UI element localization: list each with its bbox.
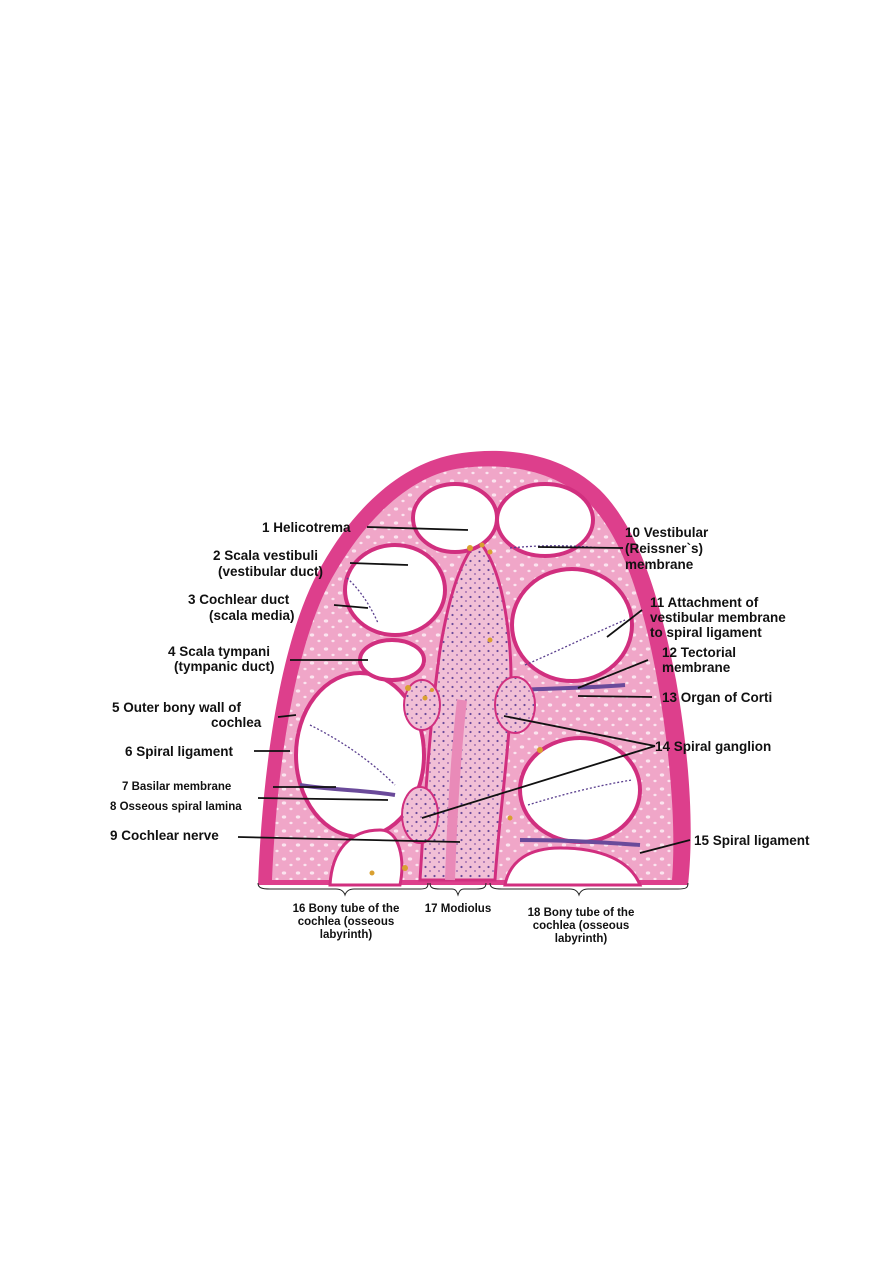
label-tympanic-duct: (tympanic duct) xyxy=(174,659,275,674)
label-tectorial-membrane-2: membrane xyxy=(662,660,731,675)
label-scala-media: (scala media) xyxy=(209,608,295,623)
spiral-ganglion-upper xyxy=(494,676,536,734)
label-scala-tympani: 4 Scala tympani xyxy=(168,644,270,659)
vestibular-membrane-left xyxy=(346,577,379,624)
label-attachment: 11 Attachment of xyxy=(650,595,759,610)
vestibular-membrane-right xyxy=(524,619,626,666)
label-scala-vestibuli: 2 Scala vestibuli xyxy=(213,548,318,563)
label-organ-of-corti: 13 Organ of Corti xyxy=(662,690,772,705)
label-bony-tube-right-2: cochlea (osseous xyxy=(533,920,630,932)
basilar-membrane-right-lower xyxy=(519,838,641,847)
label-spiral-ganglion: 14 Spiral ganglion xyxy=(655,739,771,754)
scala-lower-floor-left xyxy=(328,828,404,887)
label-attachment-3: to spiral ligament xyxy=(650,625,762,640)
label-modiolus: 17 Modiolus xyxy=(425,903,491,915)
vestibular-membrane-lower-left xyxy=(309,724,396,786)
scala-vestibuli-left xyxy=(343,543,447,637)
cochlea-section xyxy=(258,450,691,887)
label-outer-bony-wall: 5 Outer bony wall of xyxy=(112,700,242,715)
label-spiral-ligament-right: 15 Spiral ligament xyxy=(694,833,810,848)
helicotrema-cavity xyxy=(411,482,499,554)
spiral-ganglion-mid xyxy=(403,679,441,731)
scala-vestibuli-lower-right xyxy=(518,736,642,844)
label-bony-tube-right-3: labyrinth) xyxy=(555,933,608,945)
label-reissners: (Reissner`s) xyxy=(625,541,703,556)
leader-lines xyxy=(237,526,691,854)
label-cochlear-nerve: 9 Cochlear nerve xyxy=(110,828,219,843)
spiral-ganglion-lower xyxy=(401,786,439,844)
label-bony-tube-left-2: cochlea (osseous xyxy=(298,916,395,928)
apical-cavity-right xyxy=(495,482,595,558)
labels: 1 Helicotrema 2 Scala vestibuli (vestibu… xyxy=(110,520,810,945)
scala-tympani-left xyxy=(358,638,426,682)
scala-vestibuli-right xyxy=(510,567,634,683)
label-osseous-spiral-lamina: 8 Osseous spiral lamina xyxy=(110,801,242,813)
brace-16 xyxy=(257,882,429,897)
label-cochlear-duct: 3 Cochlear duct xyxy=(188,592,290,607)
label-bony-tube-left-3: labyrinth) xyxy=(320,929,373,941)
label-tectorial-membrane: 12 Tectorial xyxy=(662,645,736,660)
label-attachment-2: vestibular membrane xyxy=(650,610,786,625)
bottom-braces xyxy=(257,882,689,897)
vestibular-membrane-lower-right xyxy=(527,779,633,806)
label-vestibular-duct: (vestibular duct) xyxy=(218,564,323,579)
label-spiral-ligament-left: 6 Spiral ligament xyxy=(125,744,234,759)
label-bony-tube-left: 16 Bony tube of the xyxy=(293,903,400,915)
label-outer-bony-wall-2: cochlea xyxy=(211,715,262,730)
brace-17 xyxy=(429,882,487,897)
brace-18 xyxy=(489,882,689,897)
cochlear-nerve xyxy=(445,699,467,881)
label-bony-tube-right: 18 Bony tube of the xyxy=(528,907,635,919)
label-vestibular-membrane: 10 Vestibular xyxy=(625,525,709,540)
label-membrane: membrane xyxy=(625,557,694,572)
label-helicotrema: 1 Helicotrema xyxy=(262,520,351,535)
blood-vessels xyxy=(369,542,543,876)
scala-lower-floor-right xyxy=(503,846,643,887)
label-basilar-membrane: 7 Basilar membrane xyxy=(122,781,231,793)
